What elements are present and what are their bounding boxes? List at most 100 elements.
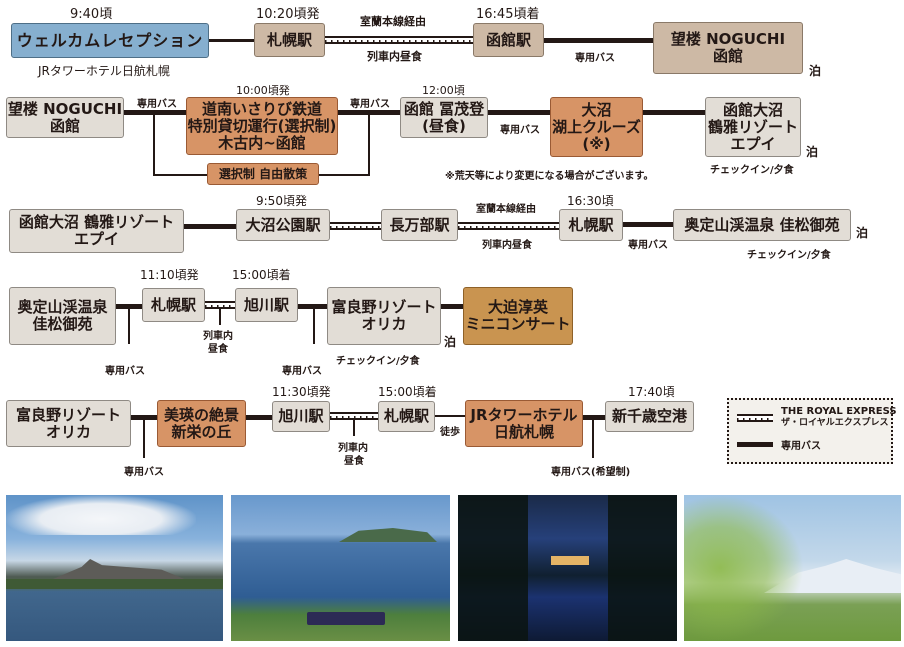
sapporo-station-box: 札幌駅: [559, 209, 623, 241]
free-walk-label: 選択制 自由散策: [218, 166, 308, 181]
bus-line: [184, 224, 236, 229]
bus-label: 専用バス: [350, 99, 390, 110]
branch-line: [368, 112, 370, 176]
welcome-reception-box: ウェルカムレセプション: [11, 23, 209, 58]
oshamambe-station-box: 長万部駅: [381, 209, 458, 241]
time-sapporo-arr: 15:00頃着: [378, 385, 437, 399]
bus-pointer: [143, 417, 145, 458]
hotel-city: 函館: [49, 116, 80, 135]
lunch-restaurant-box: 函館 冨茂登 (昼食): [400, 97, 488, 138]
hakodate-station-box: 函館駅: [473, 23, 544, 57]
kashoen-hotel-box-day4: 奥定山渓温泉 佳松御苑: [9, 287, 116, 345]
bus-line: [246, 415, 272, 420]
walk-connector: [209, 39, 254, 42]
resort-line1: 函館大沼: [722, 100, 783, 119]
hotel-noguchi-box: 望楼 NOGUCHI 函館: [653, 22, 803, 74]
train: [307, 612, 385, 625]
railway-line2: 特別貸切運行(選択制): [187, 116, 337, 135]
tree-foliage: [684, 495, 804, 641]
stay-mark: 泊: [809, 64, 822, 78]
hotel-name: 望楼 NOGUCHI: [670, 30, 786, 48]
bus-line: [124, 110, 186, 115]
time-asahikawa-arr: 15:00頃着: [232, 268, 291, 282]
time-sapporo-dep: 10:20頃発: [256, 7, 320, 22]
isaribi-railway-box: 道南いさりび鉄道 特別貸切運行(選択制) 木古内~函館: [186, 97, 338, 155]
asahikawa-station-box: 旭川駅: [235, 288, 298, 322]
time-reception: 9:40頃: [70, 7, 113, 22]
royal-express-track: [205, 301, 235, 309]
rail-lunch-label: 列車内昼食: [367, 50, 422, 63]
kashoen-hotel-box: 奥定山渓温泉 佳松御苑: [673, 209, 851, 241]
resort-line2: オリカ: [361, 315, 407, 333]
treeline: [6, 579, 223, 589]
resort-line1: 富良野リゾート: [331, 298, 437, 316]
sapporo-station-label: 札幌駅: [383, 407, 429, 425]
sapporo-station-label: 札幌駅: [150, 295, 196, 314]
time-onuma-dep: 9:50頃発: [256, 194, 307, 208]
concert-line1: 大迫淳英: [487, 298, 548, 316]
trees-right: [608, 495, 677, 641]
bus-legend-icon: [737, 442, 773, 447]
onuma-cruise-box: 大沼 湖上クルーズ (※): [550, 97, 643, 157]
bus-line: [583, 415, 605, 420]
furano-resort-box-day5: 富良野リゾート オリカ: [6, 400, 131, 447]
bus-pointer: [592, 417, 594, 458]
branch-line: [319, 174, 370, 176]
time-airport-arr: 17:40頃: [628, 385, 675, 399]
asahikawa-station-box: 旭川駅: [272, 401, 330, 432]
bus-line: [298, 304, 327, 309]
reception-venue: JRタワーホテル日航札幌: [38, 64, 170, 78]
resort-line1: 函館大沼 鶴雅リゾート: [18, 213, 175, 231]
time-lunch: 12:00頃: [422, 84, 465, 97]
weather-note: ※荒天等により変更になる場合がございます。: [445, 171, 654, 182]
resort-line2: オリカ: [45, 422, 91, 441]
resort-line3: エプイ: [730, 134, 776, 153]
legend-train-jp: ザ・ロイヤルエクスプレス: [781, 418, 889, 428]
concert-line2: ミニコンサート: [465, 315, 571, 333]
legend: THE ROYAL EXPRESS ザ・ロイヤルエクスプレス 専用バス: [727, 398, 897, 464]
lunch-label-1: 列車内: [338, 443, 368, 454]
mini-concert-box: 大迫淳英 ミニコンサート: [463, 287, 573, 345]
time-sapporo-arr: 16:30頃: [567, 194, 614, 208]
cruise-line1: 大沼: [581, 100, 612, 119]
oshamambe-station-label: 長万部駅: [389, 215, 450, 234]
bus-label: 専用バス(希望制): [551, 467, 631, 478]
bus-label: 専用バス: [137, 99, 177, 110]
checkin-label: チェックイン/夕食: [336, 356, 420, 367]
hotel-line1: JRタワーホテル: [470, 405, 578, 424]
bus-label: 専用バス: [124, 467, 164, 478]
new-chitose-airport-box: 新千歳空港: [605, 401, 694, 432]
asahikawa-station-label: 旭川駅: [243, 295, 289, 314]
lunch-label-2: 昼食: [208, 344, 228, 355]
hakodate-station-label: 函館駅: [485, 30, 531, 49]
walk-connector: [435, 415, 465, 417]
royal-express-legend-icon: [737, 414, 773, 422]
branch-line: [153, 174, 207, 176]
bus-line: [488, 110, 550, 115]
resort-line2: エプイ: [73, 230, 119, 248]
lunch-label-1: 列車内: [203, 331, 233, 342]
sapporo-station-label: 札幌駅: [266, 30, 312, 49]
checkin-label: チェックイン/夕食: [747, 250, 831, 261]
hotel-line2: 日航札幌: [493, 422, 554, 441]
bus-line: [441, 304, 463, 309]
stay-mark: 泊: [444, 335, 457, 349]
railway-line1: 道南いさりび鉄道: [201, 99, 322, 118]
rail-route-label: 室蘭本線経由: [476, 204, 536, 215]
restaurant-note: (昼食): [422, 116, 466, 135]
lunch-pointer: [353, 420, 355, 436]
tsuruga-resort-box-day3: 函館大沼 鶴雅リゾート エプイ: [9, 209, 184, 253]
time-railway: 10:00頃発: [236, 84, 290, 97]
bus-pointer: [313, 306, 315, 344]
bus-label: 専用バス: [500, 125, 540, 136]
tsuruga-resort-box: 函館大沼 鶴雅リゾート エプイ: [705, 97, 801, 157]
royal-express-track: [458, 222, 559, 230]
free-walk-option-box: 選択制 自由散策: [207, 163, 319, 185]
resort-line2: 鶴雅リゾート: [707, 117, 798, 136]
stay-mark: 泊: [806, 145, 819, 159]
rail-route-label: 室蘭本線経由: [360, 15, 426, 28]
lunch-label-2: 昼食: [344, 456, 364, 467]
royal-express-track: [325, 36, 473, 44]
hotel-line1: 奥定山渓温泉: [17, 298, 108, 316]
railway-line3: 木古内~函館: [218, 133, 306, 152]
